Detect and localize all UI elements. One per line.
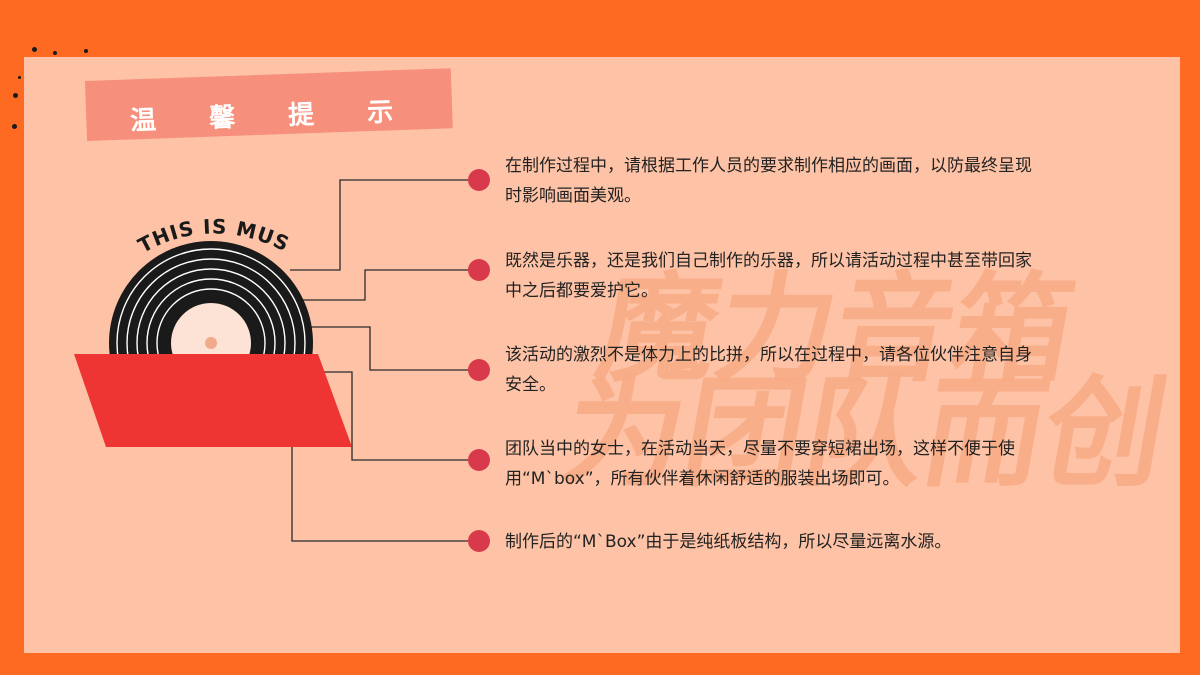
decor-dot	[18, 76, 21, 79]
connector-line-5	[291, 440, 470, 542]
tip-text-4: 团队当中的女士，在活动当天，尽量不要穿短裙出场，这样不便于使用“M`box”，所…	[505, 439, 1015, 489]
vinyl-record-illustration: THIS IS MUSIC	[60, 215, 352, 447]
decor-dot	[13, 93, 18, 98]
connector-line-1	[290, 179, 470, 271]
tip-bullet-1	[468, 169, 490, 191]
tip-bullet-3	[468, 359, 490, 381]
tip-bullet-5	[468, 530, 490, 552]
decor-dot	[12, 124, 17, 129]
decor-dot	[53, 51, 57, 55]
connector-line-2	[300, 269, 470, 301]
tip-text-3: 该活动的激烈不是体力上的比拼，所以在过程中，请各位伙伴注意自身安全。	[505, 345, 1032, 395]
decor-dot	[32, 47, 37, 52]
tip-text-1: 在制作过程中，请根据工作人员的要求制作相应的画面，以防最终呈现时影响画面美观。	[505, 156, 1032, 206]
connector-line-3	[310, 326, 470, 371]
connector-line-4	[300, 371, 470, 461]
tip-text-5: 制作后的“M`Box”由于是纯纸板结构，所以尽量远离水源。	[505, 532, 952, 552]
tip-bullet-2	[468, 259, 490, 281]
tip-text-2: 既然是乐器，还是我们自己制作的乐器，所以请活动过程中甚至带回家中之后都要爱护它。	[505, 251, 1032, 301]
decor-dot	[84, 49, 88, 53]
red-ribbon	[74, 354, 352, 447]
tip-bullet-4	[468, 449, 490, 471]
